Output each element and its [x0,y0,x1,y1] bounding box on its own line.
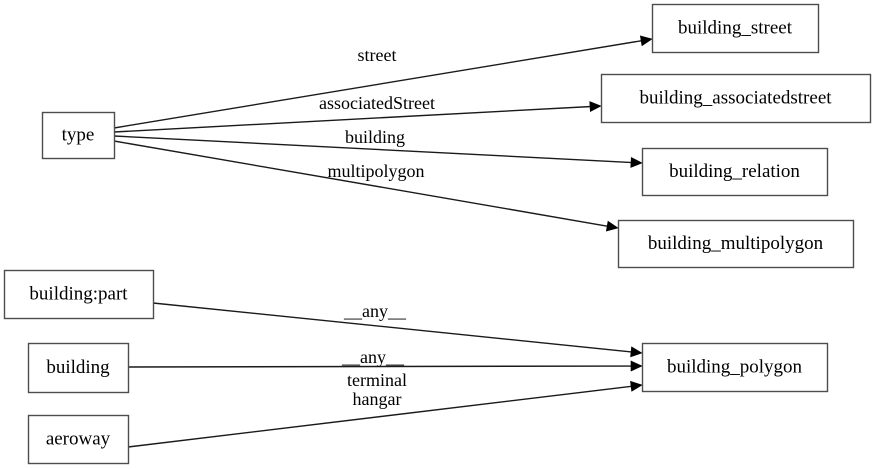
edge-line [113,105,592,133]
edge-aeroway-to-building_polygon [127,380,643,448]
node-box[interactable] [651,3,820,54]
node-box[interactable] [600,73,872,124]
node-building_street[interactable]: building_street [651,3,820,54]
edge-label: terminal [347,370,407,390]
edge-building_part-to-building_polygon [152,302,643,358]
edge-line [113,39,643,129]
edge-label: hangar [353,389,402,409]
edge-building-to-building_polygon [127,360,643,372]
edge-arrowhead-icon [630,156,643,168]
edge-labels-layer: street associatedStreet building multipolyg… [319,45,435,409]
node-building_part[interactable]: building:part [3,269,155,320]
node-label: building_multipolygon [648,233,824,254]
edge-label: __any__ [343,301,407,321]
node-label: building_associatedstreet [639,87,832,108]
edge-line [152,302,633,353]
node-building_multipolygon[interactable]: building_multipolygon [617,219,855,269]
node-box[interactable] [27,342,130,394]
node-box[interactable] [617,219,855,269]
node-box[interactable] [41,111,116,160]
edge-label: __any__ [341,347,405,367]
edge-type-to-building_associatedstreet [113,101,602,133]
node-label: building_relation [669,161,800,182]
node-type[interactable]: type [41,111,116,160]
edge-label: multipolygon [327,161,424,181]
edge-type-to-building_street [113,35,653,129]
edge-label: street [358,45,397,65]
node-box[interactable] [3,269,155,320]
edge-line [127,365,633,368]
node-aeroway[interactable]: aeroway [27,414,130,465]
edge-line [113,140,609,228]
edge-arrowhead-icon [630,380,643,392]
edge-line [113,135,633,164]
node-building[interactable]: building [27,342,130,394]
node-label: building:part [29,283,128,304]
node-label: building_street [678,17,793,38]
edge-line [127,385,633,448]
edges-layer [113,35,653,448]
edge-arrowhead-icon [589,101,602,113]
node-label: aeroway [46,428,111,449]
edge-arrowhead-icon [605,220,619,232]
edge-type-to-building_relation [113,135,643,168]
edge-type-to-building_multipolygon [113,140,619,232]
edge-arrowhead-icon [639,35,653,47]
nodes-layer: type building_street building_associatedst… [3,3,872,465]
node-box[interactable] [27,414,130,465]
node-building_associatedstreet[interactable]: building_associatedstreet [600,73,872,124]
node-label: type [62,124,95,145]
node-box[interactable] [641,147,829,197]
node-label: building [46,357,110,378]
edge-arrowhead-icon [630,346,643,358]
node-building_polygon[interactable]: building_polygon [641,342,829,393]
node-label: building_polygon [667,356,803,377]
node-building_relation[interactable]: building_relation [641,147,829,197]
edge-label: associatedStreet [319,93,435,113]
edge-arrowhead-icon [630,360,643,372]
node-box[interactable] [641,342,829,393]
edge-label: building [345,127,405,147]
